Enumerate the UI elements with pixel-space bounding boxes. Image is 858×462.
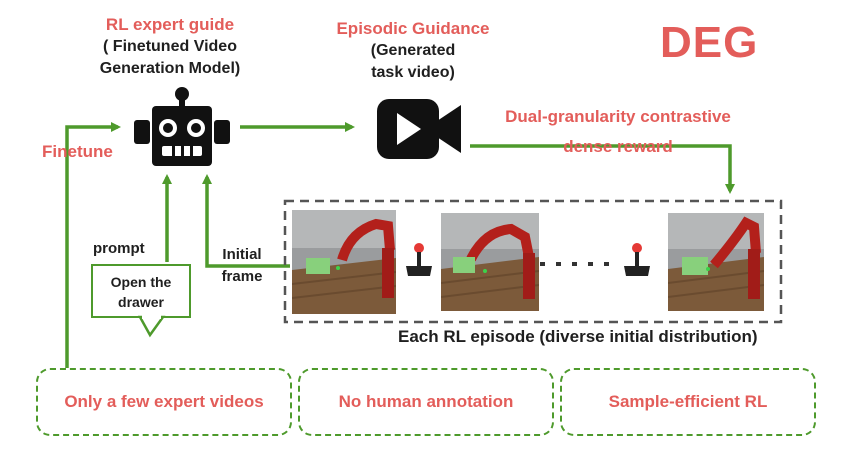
prompt-label: prompt (93, 240, 145, 257)
episode-caption: Each RL episode (diverse initial distrib… (398, 327, 758, 346)
expert-guide-subtitle-1: ( Finetuned Video (103, 38, 237, 55)
initial-frame-arrow (202, 174, 290, 268)
finetune-label: Finetune (42, 142, 113, 161)
episode-frame-last (668, 213, 764, 311)
video-camera-icon (375, 97, 463, 161)
prompt-text-line-1: Open the (110, 274, 172, 290)
expert-guide-subtitle-2: Generation Model) (99, 60, 241, 77)
ellipsis-dots (540, 262, 609, 266)
initial-frame-line-2: frame (221, 268, 263, 285)
finetune-arrow (65, 122, 121, 368)
episodic-guidance-subtitle-1: (Generated (370, 42, 456, 59)
joystick-icon (404, 242, 434, 278)
badge-no-human-annotation-label: No human annotation (338, 392, 514, 411)
badge-sample-efficient-rl: Sample-efficient RL (560, 368, 816, 436)
episodic-guidance-subtitle-2: task video) (371, 64, 455, 81)
prompt-text-line-2: drawer (118, 294, 164, 310)
reward-line-1: Dual-granularity contrastive (505, 107, 731, 126)
badge-few-expert-videos-label: Only a few expert videos (64, 392, 264, 411)
reward-line-2: dense reward (563, 137, 673, 156)
prompt-speech-bubble: Open the drawer (91, 264, 191, 318)
initial-frame-label: Initial frame (212, 244, 272, 288)
robot-icon (130, 86, 234, 172)
episodic-guidance-title: Episodic Guidance (336, 19, 490, 38)
reward-label: Dual-granularity contrastive dense rewar… (468, 102, 768, 162)
diagram-title: DEG (660, 18, 759, 67)
episode-frame-2 (441, 213, 539, 311)
episode-frame-initial (292, 210, 396, 314)
joystick-icon (622, 242, 652, 278)
badge-sample-efficient-rl-label: Sample-efficient RL (608, 392, 768, 411)
initial-frame-line-1: Initial (222, 246, 262, 263)
episodic-guidance-label: Episodic Guidance (Generated task video) (323, 18, 503, 84)
reward-arrow (470, 144, 735, 194)
badge-few-expert-videos: Only a few expert videos (36, 368, 292, 436)
episode-box (283, 199, 783, 324)
expert-guide-label: RL expert guide ( Finetuned Video Genera… (90, 14, 250, 80)
expert-guide-title: RL expert guide (105, 15, 235, 34)
badge-no-human-annotation: No human annotation (298, 368, 554, 436)
